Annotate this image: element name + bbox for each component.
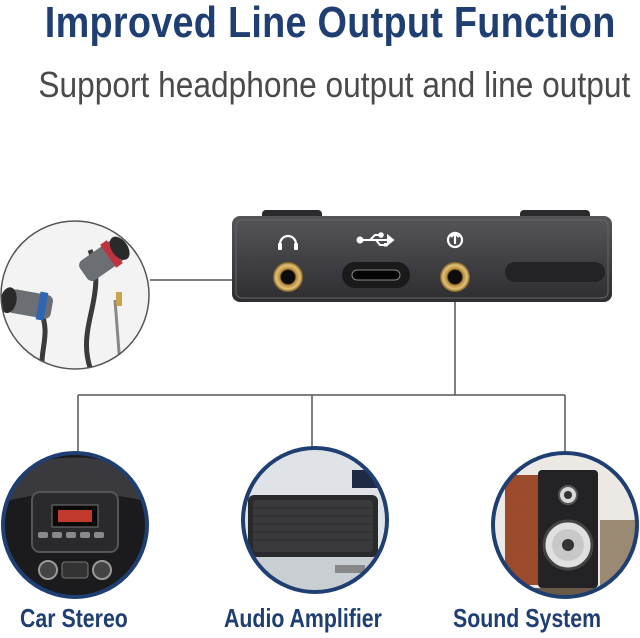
page-title: Improved Line Output Function xyxy=(44,0,616,47)
usb-icon xyxy=(356,232,395,247)
car-stereo-image xyxy=(1,451,149,599)
caption-car-stereo: Car Stereo xyxy=(20,603,128,633)
speaker-amplifier-image xyxy=(241,446,389,594)
line-out-icon xyxy=(446,231,464,249)
headphone-icon xyxy=(278,234,298,250)
dac-device xyxy=(232,210,612,302)
caption-sound-system: Sound System xyxy=(453,603,602,633)
connector-lines xyxy=(77,279,566,452)
page-subtitle: Support headphone output and line output xyxy=(38,64,631,105)
earphones-image xyxy=(0,220,150,370)
caption-audio-amplifier: Audio Amplifier xyxy=(224,603,382,633)
speaker-system-image xyxy=(491,451,639,599)
